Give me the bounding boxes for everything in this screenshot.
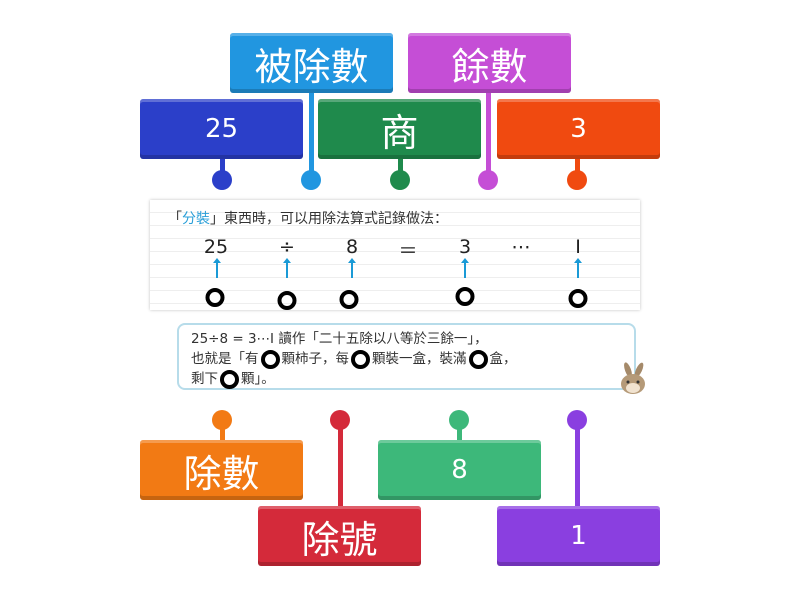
blank-slot[interactable] [468, 349, 488, 369]
token-remainder: Ⅰ [575, 236, 581, 258]
connector [220, 420, 225, 440]
equation-intro: 「分裝」東西時，可以用除法算式記錄做法： [168, 211, 448, 227]
label-remainder-word[interactable]: 餘數 [408, 33, 571, 93]
connector [398, 159, 403, 180]
blank-slot[interactable] [260, 349, 280, 369]
reading-line-1: 25÷8 = 3⋯Ⅰ 讀作「二十五除以八等於三餘一」， [191, 331, 488, 347]
connector [575, 159, 580, 180]
blank-slot[interactable] [220, 369, 239, 389]
token-division-sign: ÷ [279, 236, 295, 258]
blank-slot[interactable] [339, 290, 359, 309]
arrow-up-icon [461, 258, 469, 278]
drop-target-dot[interactable] [478, 170, 498, 190]
blank-slot[interactable] [205, 288, 225, 307]
reading-line-3: 剩下顆」。 [191, 369, 275, 389]
connector [575, 420, 580, 506]
connector [338, 420, 343, 506]
token-divisor: 8 [345, 236, 359, 258]
reading-line-2: 也就是「有顆柿子，每顆裝一盒，裝滿盒， [191, 349, 517, 369]
label-division-sign-word[interactable]: 除號 [258, 506, 421, 566]
token-dividend: 25 [203, 236, 229, 258]
label-divisor-word[interactable]: 除數 [140, 440, 303, 500]
label-quotient-word[interactable]: 商 [318, 99, 481, 159]
token-equals: ＝ [398, 240, 418, 262]
label-remainder-value[interactable]: 1 [497, 506, 660, 566]
label-quotient-value[interactable]: 3 [497, 99, 660, 159]
label-divisor-value[interactable]: 8 [378, 440, 541, 500]
arrow-up-icon [574, 258, 582, 278]
drop-target-dot[interactable] [567, 170, 587, 190]
reading-card: 25÷8 = 3⋯Ⅰ 讀作「二十五除以八等於三餘一」， 也就是「有顆柿子，每顆裝… [177, 323, 636, 390]
blank-slot[interactable] [277, 291, 297, 310]
blank-slot[interactable] [568, 289, 588, 308]
blank-slot[interactable] [455, 287, 475, 306]
drop-target-dot[interactable] [301, 170, 321, 190]
label-dividend-word[interactable]: 被除數 [230, 33, 393, 93]
token-ellipsis: ⋯ [511, 236, 531, 258]
label-dividend-value[interactable]: 25 [140, 99, 303, 159]
drop-target-dot[interactable] [390, 170, 410, 190]
connector [486, 93, 491, 180]
arrow-up-icon [213, 258, 221, 278]
arrow-up-icon [283, 258, 291, 278]
token-quotient: 3 [458, 236, 472, 258]
connector [457, 420, 462, 440]
drop-target-dot[interactable] [212, 170, 232, 190]
connector [220, 159, 225, 180]
equation-card: 「分裝」東西時，可以用除法算式記錄做法： 25 ÷ 8 ＝ 3 ⋯ Ⅰ [150, 200, 640, 310]
arrow-up-icon [348, 258, 356, 278]
blank-slot[interactable] [351, 349, 370, 369]
connector [309, 93, 314, 180]
bunny-mascot-icon [621, 362, 645, 394]
